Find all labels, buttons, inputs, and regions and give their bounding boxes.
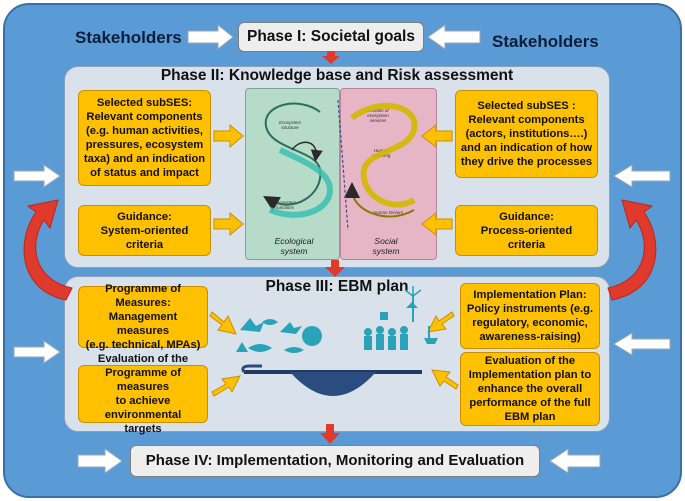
phase2-left-subses-box: Selected subSES:Relevant components(e.g.… xyxy=(78,90,211,186)
red-curved-arrow-left xyxy=(23,199,73,301)
white-arrow-right-phase2 xyxy=(613,164,671,188)
social-cycle-icon xyxy=(337,99,418,231)
yellow-arrow-phase3-left-top xyxy=(209,311,237,335)
yellow-arrow-left-bottom xyxy=(213,211,244,237)
phase4-title: Phase IV: Implementation, Monitoring and… xyxy=(145,452,525,469)
phase2-title: Phase II: Knowledge base and Risk assess… xyxy=(160,67,514,84)
phase3-implementation-plan-box: Implementation Plan:Policy instruments (… xyxy=(460,283,600,349)
phase4-box: Phase IV: Implementation, Monitoring and… xyxy=(130,445,540,477)
human-drivers-label: Human Drivers xyxy=(372,210,403,215)
yellow-arrow-right-bottom xyxy=(421,211,453,237)
white-arrow-left-phase4 xyxy=(77,448,123,474)
white-arrow-left-phase2 xyxy=(13,164,61,188)
stakeholders-left-label: Stakeholders xyxy=(75,28,182,47)
phase2-right-subses-box: Selected subSES :Relevant components(act… xyxy=(455,90,598,178)
yellow-arrow-left-top xyxy=(213,123,244,149)
phase1-title: Phase I: Societal goals xyxy=(247,28,415,45)
ecological-icons-cluster xyxy=(236,318,322,353)
ecological-system-panel xyxy=(245,88,340,260)
white-arrow-left-to-phase1 xyxy=(187,23,234,51)
red-arrow-phase3-to-phase4 xyxy=(320,424,340,444)
phase1-box: Phase I: Societal goals xyxy=(238,22,424,52)
stakeholders-right-label: Stakeholders xyxy=(492,32,599,51)
phase3-programme-of-measures-box: Programme of Measures:Management measure… xyxy=(78,283,208,351)
white-arrow-left-phase3 xyxy=(13,340,61,364)
red-curved-arrow-right xyxy=(607,199,657,301)
yellow-arrow-right-top xyxy=(421,123,453,149)
phase3-title: Phase III: EBM plan xyxy=(265,278,409,295)
balance-seesaw-icon xyxy=(241,364,422,396)
white-arrow-right-to-phase1 xyxy=(427,24,481,50)
red-arrow-phase1-to-phase2 xyxy=(322,51,340,64)
ecological-cycle-icon xyxy=(263,102,334,218)
white-arrow-right-phase4 xyxy=(549,448,601,474)
social-icons-cluster xyxy=(364,286,438,350)
red-arrow-phase2-to-phase3 xyxy=(325,260,345,277)
yellow-arrow-phase3-right-top xyxy=(427,311,455,333)
white-arrow-right-phase3 xyxy=(613,332,671,356)
yellow-arrow-phase3-right-bottom xyxy=(431,369,459,390)
yellow-arrow-phase3-left-bottom xyxy=(211,375,241,397)
